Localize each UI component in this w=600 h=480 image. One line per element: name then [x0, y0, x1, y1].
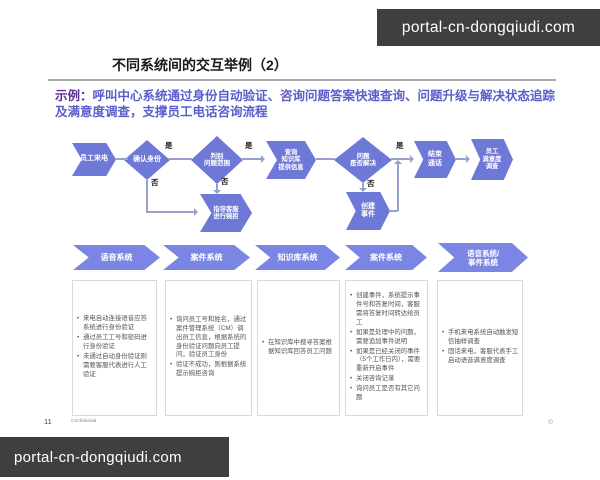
- label-yes: 是: [396, 141, 404, 150]
- connector-line: [362, 183, 364, 190]
- watermark-text: portal-cn-dongqiudi.com: [14, 448, 182, 466]
- node-classify-problem: 判别 问题范围: [191, 136, 243, 184]
- connector-line: [397, 164, 399, 211]
- lane-title: 语音系统: [100, 252, 133, 262]
- lane-banner-voice-event-system: 语音系统/ 事件系统: [438, 243, 528, 272]
- lane-title: 语音系统/ 事件系统: [466, 248, 500, 267]
- connector-line: [146, 180, 148, 212]
- bullet-list: 在知识库中搜寻答案根据知识库回答员工问题: [258, 336, 339, 361]
- arrowhead: [261, 155, 265, 163]
- watermark-bottom: portal-cn-dongqiudi.com: [0, 437, 229, 477]
- bullet-list: 创建事件，系统提示事件号和答复时间，客服需将答复时间转达给员工如果是处理中的问题…: [346, 289, 427, 408]
- connector-line: [456, 158, 468, 160]
- bullet-item: 在知识库中搜寻答案根据知识库回答员工问题: [262, 339, 336, 357]
- connector-line: [242, 158, 263, 160]
- node-employee-call: 员工来电: [72, 143, 116, 176]
- bullet-list: 来电自动连接语音应答系统进行身份验证通过员工工号和密码进行身份验证未通过自动身份…: [73, 312, 156, 384]
- connector-line: [216, 184, 218, 192]
- example-text: 呼叫中心系统通过身份自动验证、咨询问题答案快速查询、问题升级与解决状态追踪及满意…: [55, 89, 556, 120]
- bullet-item: 验证不成功，则根据系统提示婉拒咨询: [170, 361, 248, 379]
- lane-detail-voice-event-system: 手机来电系统自动触发短信抽样调查固话来电，客服代表手工启动语音满意度调查: [437, 280, 523, 416]
- bullet-item: 固话来电，客服代表手工启动语音满意度调查: [442, 348, 519, 366]
- arrowhead: [359, 188, 367, 192]
- lane-detail-case-system-2: 创建事件，系统提示事件号和答复时间，客服需将答复时间转达给员工如果是处理中的问题…: [345, 280, 428, 416]
- bullet-item: 未通过自动身份验证则需要客服代表进行人工验证: [77, 353, 153, 380]
- label-no: 否: [151, 178, 159, 187]
- node-label: 指导客服 进行婉拒: [213, 205, 239, 220]
- lane-detail-voice-system: 来电自动连接语音应答系统进行身份验证通过员工工号和密码进行身份验证未通过自动身份…: [72, 280, 157, 416]
- bullet-item: 询问员工号和姓名，通过案件管理系统（CM）调出员工信息，根据系统的身份验证问题向…: [170, 316, 248, 361]
- lane-banner-knowledge-base-system: 知识库系统: [255, 245, 340, 270]
- node-label: 查询 知识库 提供信息: [278, 148, 304, 171]
- lane-banner-voice-system: 语音系统: [73, 245, 160, 270]
- label-yes: 是: [165, 141, 173, 150]
- bullet-item: 通过员工工号和密码进行身份验证: [77, 334, 153, 352]
- node-create-ticket: 创建 事件: [346, 192, 390, 230]
- lane-detail-case-system-1: 询问员工号和姓名，通过案件管理系统（CM）调出员工信息，根据系统的身份验证问题向…: [165, 280, 252, 416]
- bullet-item: 如果是已经关闭的事件（5个工作日内），需要重新开启事件: [350, 348, 424, 375]
- arrowhead: [410, 155, 414, 163]
- connector-line: [146, 211, 196, 213]
- connector-line: [169, 158, 192, 160]
- watermark-text: portal-cn-dongqiudi.com: [401, 18, 576, 36]
- bullet-item: 关闭咨询记录: [350, 375, 424, 384]
- title-divider: [48, 79, 556, 81]
- label-no: 否: [221, 177, 229, 186]
- connector-line: [390, 210, 398, 212]
- arrowhead: [466, 155, 470, 163]
- node-label: 确认身份: [133, 155, 161, 163]
- arrowhead: [194, 208, 198, 216]
- node-label: 问题 是否解决: [350, 152, 376, 167]
- lane-banner-case-system-2: 案件系统: [345, 245, 427, 270]
- copyright-mark: ©: [548, 419, 553, 426]
- connector-line: [316, 158, 335, 160]
- arrowhead: [394, 160, 402, 164]
- node-guide-decline: 指导客服 进行婉拒: [200, 194, 252, 232]
- connector-line: [391, 158, 412, 160]
- bullet-item: 创建事件，系统提示事件号和答复时间，客服需将答复时间转达给员工: [350, 292, 424, 328]
- bullet-item: 手机来电系统自动触发短信抽样调查: [442, 329, 519, 347]
- node-query-knowledge-base: 查询 知识库 提供信息: [266, 141, 316, 179]
- label-no: 否: [367, 179, 375, 188]
- confidential-label: Confidential: [71, 419, 97, 424]
- node-verify-identity: 确认身份: [124, 140, 170, 180]
- arrowhead: [213, 190, 221, 194]
- node-label: 员工 满意度 调查: [482, 148, 502, 171]
- watermark-top: portal-cn-dongqiudi.com: [377, 9, 600, 46]
- connector-line: [115, 158, 128, 160]
- lane-title: 案件系统: [190, 252, 223, 262]
- example-paragraph: 示例：呼叫中心系统通过身份自动验证、咨询问题答案快速查询、问题升级与解决状态追踪…: [55, 88, 560, 121]
- example-label: 示例：: [55, 89, 93, 103]
- slide-title: 不同系统间的交互举例（2）: [112, 57, 288, 73]
- bullet-list: 手机来电系统自动触发短信抽样调查固话来电，客服代表手工启动语音满意度调查: [438, 326, 522, 370]
- label-yes: 是: [245, 141, 253, 150]
- bullet-item: 如果是处理中的问题，需要追加事件说明: [350, 329, 424, 347]
- lane-title: 知识库系统: [277, 252, 318, 262]
- lane-title: 案件系统: [370, 252, 402, 262]
- bullet-item: 询问员工是否有其它问题: [350, 385, 424, 403]
- node-problem-solved: 问题 是否解决: [334, 137, 392, 183]
- node-label: 结束 通话: [428, 151, 442, 167]
- page-number: 11: [44, 417, 52, 426]
- node-label: 创建 事件: [361, 202, 375, 218]
- bullet-item: 来电自动连接语音应答系统进行身份验证: [77, 315, 153, 333]
- lane-detail-knowledge-base-system: 在知识库中搜寻答案根据知识库回答员工问题: [257, 280, 340, 416]
- node-end-call: 结束 通话: [414, 141, 456, 178]
- node-satisfaction-survey: 员工 满意度 调查: [471, 139, 513, 180]
- lane-banner-case-system-1: 案件系统: [163, 245, 250, 270]
- node-label: 判别 问题范围: [204, 152, 230, 167]
- node-label: 员工来电: [80, 155, 108, 163]
- bullet-list: 询问员工号和姓名，通过案件管理系统（CM）调出员工信息，根据系统的身份验证问题向…: [166, 313, 251, 384]
